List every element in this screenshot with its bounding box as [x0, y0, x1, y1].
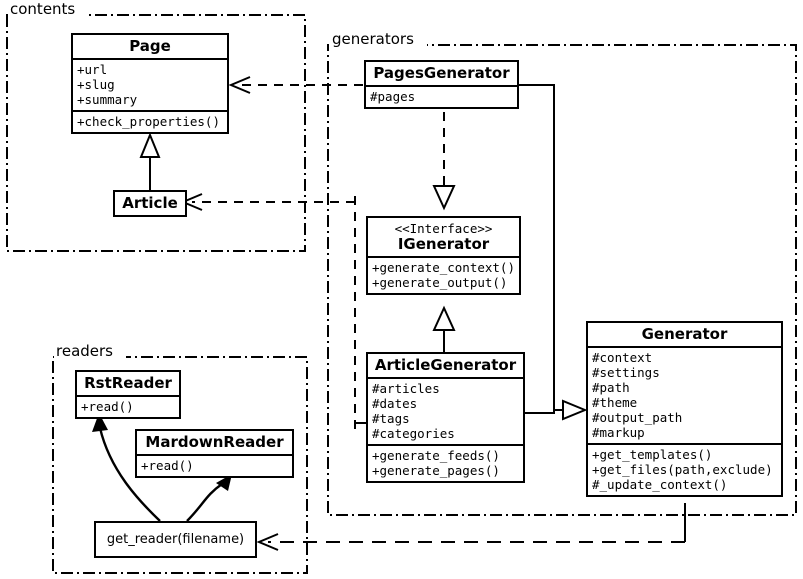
class-articlegenerator-name: ArticleGenerator	[374, 356, 517, 374]
class-articlegenerator-attributes: #articles #dates #tags #categories	[368, 379, 523, 444]
method: +get_templates()	[592, 447, 713, 462]
package-label-readers: readers	[54, 342, 115, 360]
function-get-reader[interactable]: get_reader(filename)	[94, 521, 257, 558]
class-rstreader-name: RstReader	[84, 374, 172, 392]
class-rstreader[interactable]: RstReader +read()	[75, 370, 181, 419]
attribute: +slug	[77, 77, 115, 92]
method: +generate_output()	[372, 275, 508, 290]
class-rstreader-methods: +read()	[77, 397, 179, 417]
attribute: #markup	[592, 425, 645, 440]
class-mardownreader[interactable]: MardownReader +read()	[135, 429, 294, 478]
method: +check_properties()	[77, 114, 220, 129]
method: +read()	[81, 399, 134, 414]
attribute: #path	[592, 380, 630, 395]
class-igenerator-stereotype: <<Interface>>	[394, 221, 493, 236]
class-pagesgenerator-name: PagesGenerator	[373, 64, 510, 82]
attribute: #tags	[372, 411, 410, 426]
class-generator-methods: +get_templates() +get_files(path,exclude…	[588, 445, 781, 495]
method: +read()	[141, 458, 194, 473]
method: +generate_context()	[372, 260, 515, 275]
class-igenerator-header: <<Interface>> IGenerator	[368, 218, 519, 256]
class-page[interactable]: Page +url +slug +summary +check_properti…	[71, 33, 229, 134]
attribute: #theme	[592, 395, 638, 410]
class-page-name: Page	[129, 37, 171, 55]
class-igenerator-name: IGenerator	[397, 235, 490, 253]
method: #_update_context()	[592, 477, 728, 492]
attribute: #articles	[372, 381, 440, 396]
attribute: #categories	[372, 426, 455, 441]
package-label-contents: contents	[8, 0, 78, 18]
attribute: #output_path	[592, 410, 683, 425]
class-article[interactable]: Article	[113, 190, 187, 217]
class-pagesgenerator[interactable]: PagesGenerator #pages	[364, 60, 519, 109]
class-page-methods: +check_properties()	[73, 112, 227, 132]
class-mardownreader-methods: +read()	[137, 456, 292, 476]
attribute: #pages	[370, 89, 416, 104]
method: +get_files(path,exclude)	[592, 462, 773, 477]
class-article-name: Article	[122, 194, 178, 212]
class-page-attributes: +url +slug +summary	[73, 60, 227, 110]
class-articlegenerator[interactable]: ArticleGenerator #articles #dates #tags …	[366, 352, 525, 483]
attribute: +summary	[77, 92, 138, 107]
method: +generate_pages()	[372, 463, 500, 478]
attribute: #dates	[372, 396, 418, 411]
class-generator-name: Generator	[641, 325, 728, 343]
package-label-generators: generators	[330, 30, 416, 48]
class-pagesgenerator-attributes: #pages	[366, 87, 517, 107]
class-generator[interactable]: Generator #context #settings #path #them…	[586, 321, 783, 497]
attribute: #context	[592, 350, 653, 365]
class-igenerator[interactable]: <<Interface>> IGenerator +generate_conte…	[366, 216, 521, 295]
class-generator-attributes: #context #settings #path #theme #output_…	[588, 348, 781, 443]
function-get-reader-label: get_reader(filename)	[106, 532, 245, 547]
attribute: #settings	[592, 365, 660, 380]
class-igenerator-methods: +generate_context() +generate_output()	[368, 258, 519, 293]
class-mardownreader-name: MardownReader	[145, 433, 284, 451]
class-articlegenerator-methods: +generate_feeds() +generate_pages()	[368, 446, 523, 481]
method: +generate_feeds()	[372, 448, 500, 463]
attribute: +url	[77, 62, 108, 77]
